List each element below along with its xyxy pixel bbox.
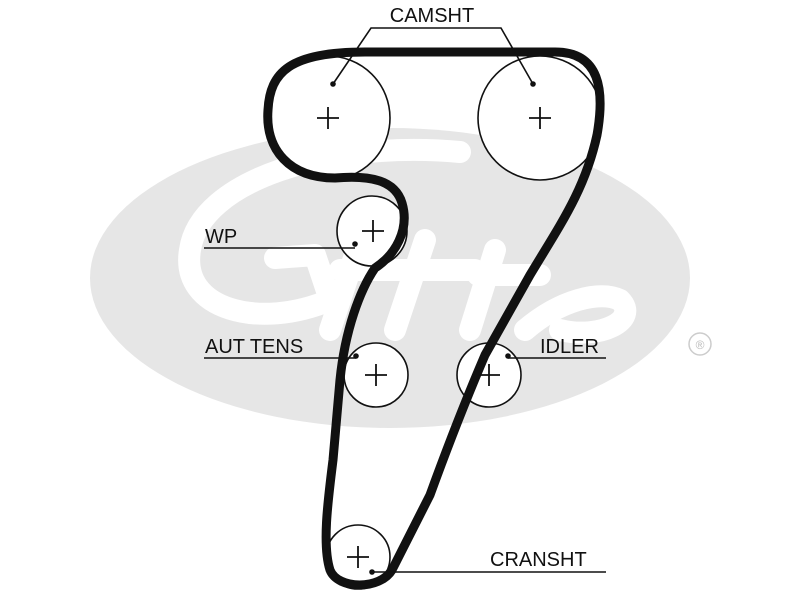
water-pump-label: WP <box>205 226 237 248</box>
crankshaft-label: CRANSHT <box>490 549 587 571</box>
gates-watermark: ® <box>90 128 712 428</box>
idler-label: IDLER <box>540 336 599 358</box>
idler-center <box>478 364 500 386</box>
water-pump-center <box>362 220 384 242</box>
camshaft-left-center <box>317 107 339 129</box>
crankshaft-center <box>347 546 369 568</box>
camshaft-leader <box>332 27 534 85</box>
tensioner-center <box>365 364 387 386</box>
registered-mark: ® <box>696 338 705 352</box>
timing-belt <box>263 47 605 590</box>
tensioner-label: AUT TENS <box>205 336 303 358</box>
camshaft-label: CAMSHT <box>390 5 474 27</box>
camshaft-right-center <box>529 107 551 129</box>
